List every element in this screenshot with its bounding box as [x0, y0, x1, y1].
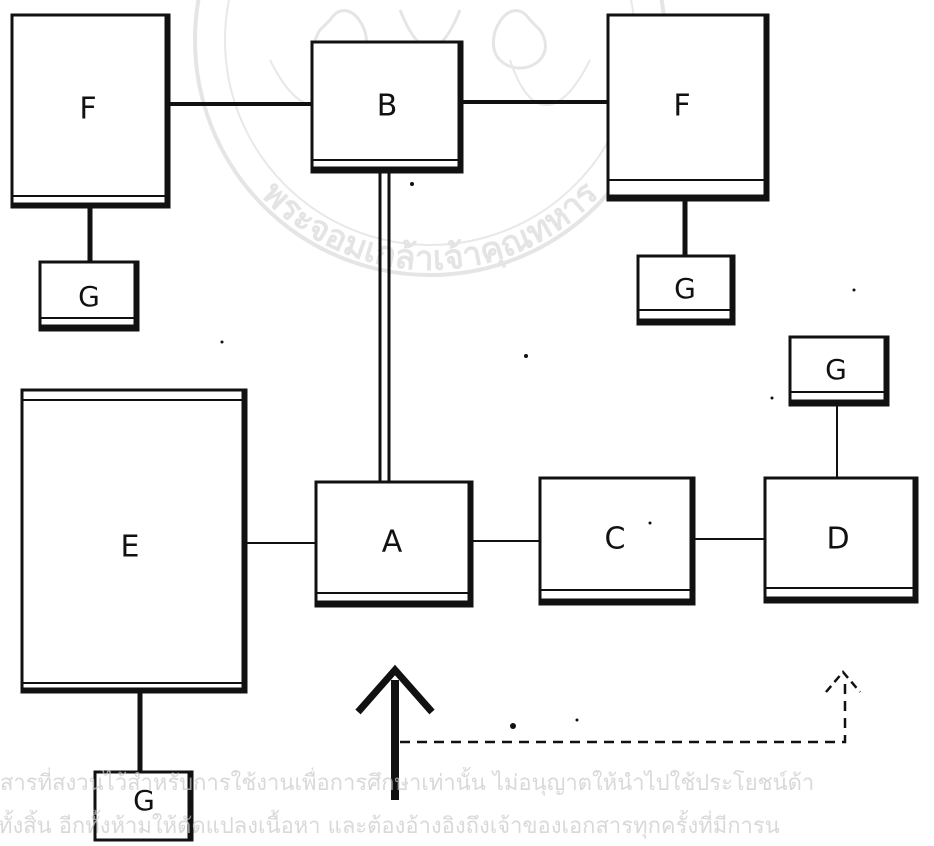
- node-a-label: A: [382, 525, 403, 560]
- node-a: A: [314, 480, 474, 608]
- node-b-label: B: [377, 89, 398, 124]
- future-arrow-up: [400, 670, 861, 744]
- input-arrow-up: [355, 664, 435, 800]
- connectors: [87, 100, 838, 772]
- node-f-left-label: F: [79, 92, 96, 127]
- node-f-left: F: [10, 13, 171, 209]
- node-c-label: C: [605, 522, 626, 557]
- node-g-top-left: G: [38, 260, 140, 332]
- boxes: F B F G: [10, 13, 919, 842]
- node-g-top-right: G: [636, 254, 736, 326]
- node-g-right: G: [788, 335, 890, 407]
- watermark-line-1: สารที่สงวนไว้สำหรับการใช้งานเพื่อการศึกษ…: [0, 767, 814, 796]
- watermark-seal-text: พระจอมเกล้าเจ้าคุณทหาร: [254, 173, 607, 279]
- node-e-label: E: [121, 530, 140, 565]
- svg-text:พระจอมเกล้าเจ้าคุณทหาร: พระจอมเกล้าเจ้าคุณทหาร: [254, 173, 607, 279]
- watermark-line-2: ทั้งสิ้น อีกทั้งห้ามให้ดัดแปลงเนื้อหา แล…: [0, 810, 780, 839]
- node-d: D: [763, 476, 919, 604]
- scan-specks: [220, 182, 856, 729]
- node-g-right-label: G: [825, 353, 847, 386]
- node-f-right: F: [606, 13, 770, 202]
- node-e: E: [20, 388, 248, 694]
- node-b: B: [310, 40, 464, 174]
- node-f-right-label: F: [673, 89, 690, 124]
- node-g-bottom: G: [93, 770, 194, 842]
- node-d-label: D: [826, 522, 849, 557]
- node-g-bottom-label: G: [133, 784, 155, 817]
- node-g-top-right-label: G: [674, 272, 696, 305]
- watermark-text-lines: สารที่สงวนไว้สำหรับการใช้งานเพื่อการศึกษ…: [0, 767, 814, 839]
- node-g-top-left-label: G: [78, 280, 100, 313]
- node-c: C: [538, 476, 696, 606]
